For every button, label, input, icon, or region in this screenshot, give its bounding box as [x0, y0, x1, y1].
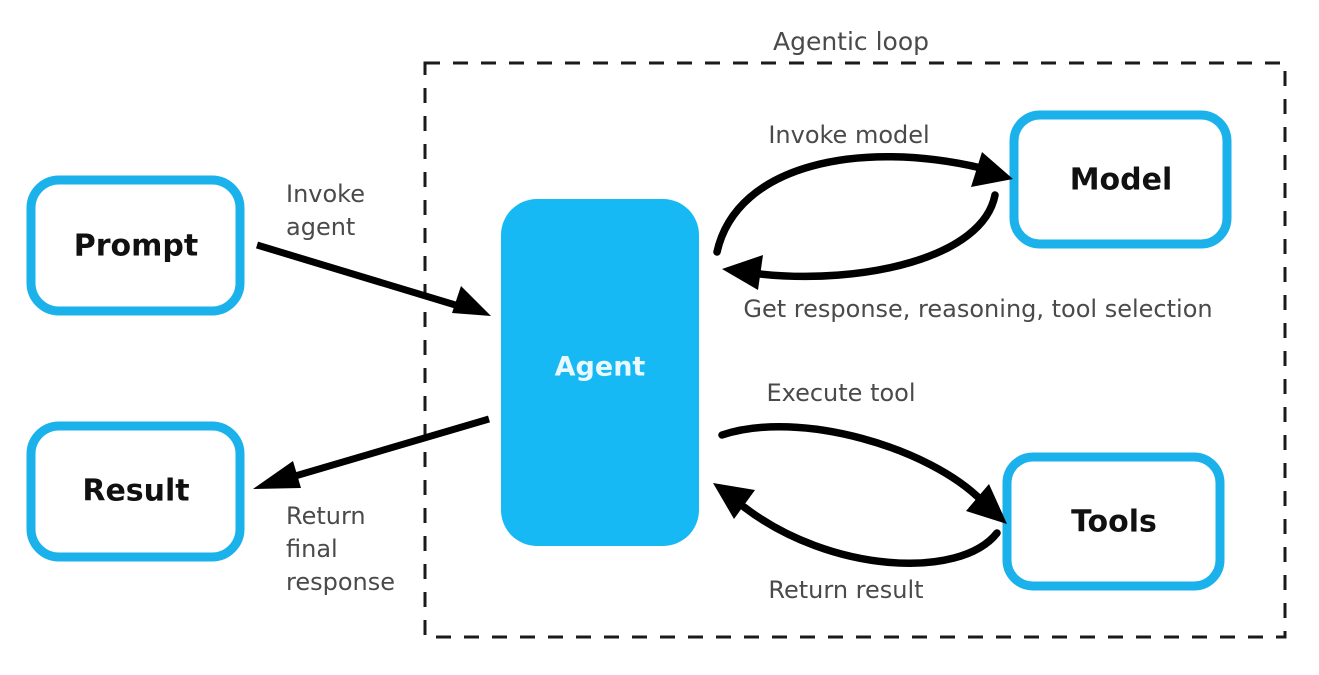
node-tools[interactable]: Tools	[1002, 452, 1225, 591]
node-model[interactable]: Model	[1009, 110, 1232, 249]
tools-label: Tools	[1071, 505, 1157, 540]
agent-box[interactable]	[501, 199, 699, 546]
arrowhead-prompt-to-agent	[452, 286, 491, 316]
model-box[interactable]	[1009, 110, 1232, 249]
edge-label-invoke-agent: Invoke agent	[286, 180, 365, 241]
arrowhead-tools-to-agent	[713, 483, 755, 519]
arrow-model-to-agent	[722, 191, 999, 290]
arrowhead-agent-to-model	[971, 152, 1013, 187]
arrowhead-model-to-agent	[722, 255, 763, 290]
return-final-line1: Return	[286, 502, 366, 530]
return-final-line3: response	[286, 568, 395, 596]
arrow-agent-to-tools	[718, 422, 1007, 524]
invoke-agent-line2: agent	[286, 213, 355, 241]
tools-box[interactable]	[1002, 452, 1225, 591]
arrow-prompt-to-agent	[255, 241, 491, 316]
agentic-loop-title: Agentic loop	[773, 27, 929, 56]
arrow-agent-to-result	[253, 415, 490, 489]
edge-label-return-result: Return result	[768, 576, 923, 604]
edge-label-execute-tool: Execute tool	[766, 379, 915, 407]
invoke-agent-line1: Invoke	[286, 180, 365, 208]
return-final-line2: final	[286, 535, 338, 563]
prompt-box[interactable]	[26, 175, 245, 316]
arrow-agent-to-model	[713, 152, 1013, 256]
edge-label-return-final-response: Return final response	[286, 502, 395, 596]
result-box[interactable]	[26, 421, 245, 562]
agent-label: Agent	[555, 352, 646, 383]
node-agent[interactable]: Agent	[501, 199, 699, 546]
node-prompt[interactable]: Prompt	[26, 175, 245, 316]
arrowhead-agent-to-result	[253, 461, 301, 489]
result-label: Result	[82, 474, 189, 509]
model-label: Model	[1070, 163, 1173, 198]
edge-label-get-response: Get response, reasoning, tool selection	[743, 295, 1212, 323]
node-result[interactable]: Result	[26, 421, 245, 562]
prompt-label: Prompt	[74, 229, 198, 264]
agentic-loop-container	[423, 61, 1287, 639]
edge-label-invoke-model: Invoke model	[768, 121, 929, 149]
arrowhead-agent-to-tools	[966, 484, 1007, 524]
arrow-tools-to-agent	[713, 483, 1001, 567]
